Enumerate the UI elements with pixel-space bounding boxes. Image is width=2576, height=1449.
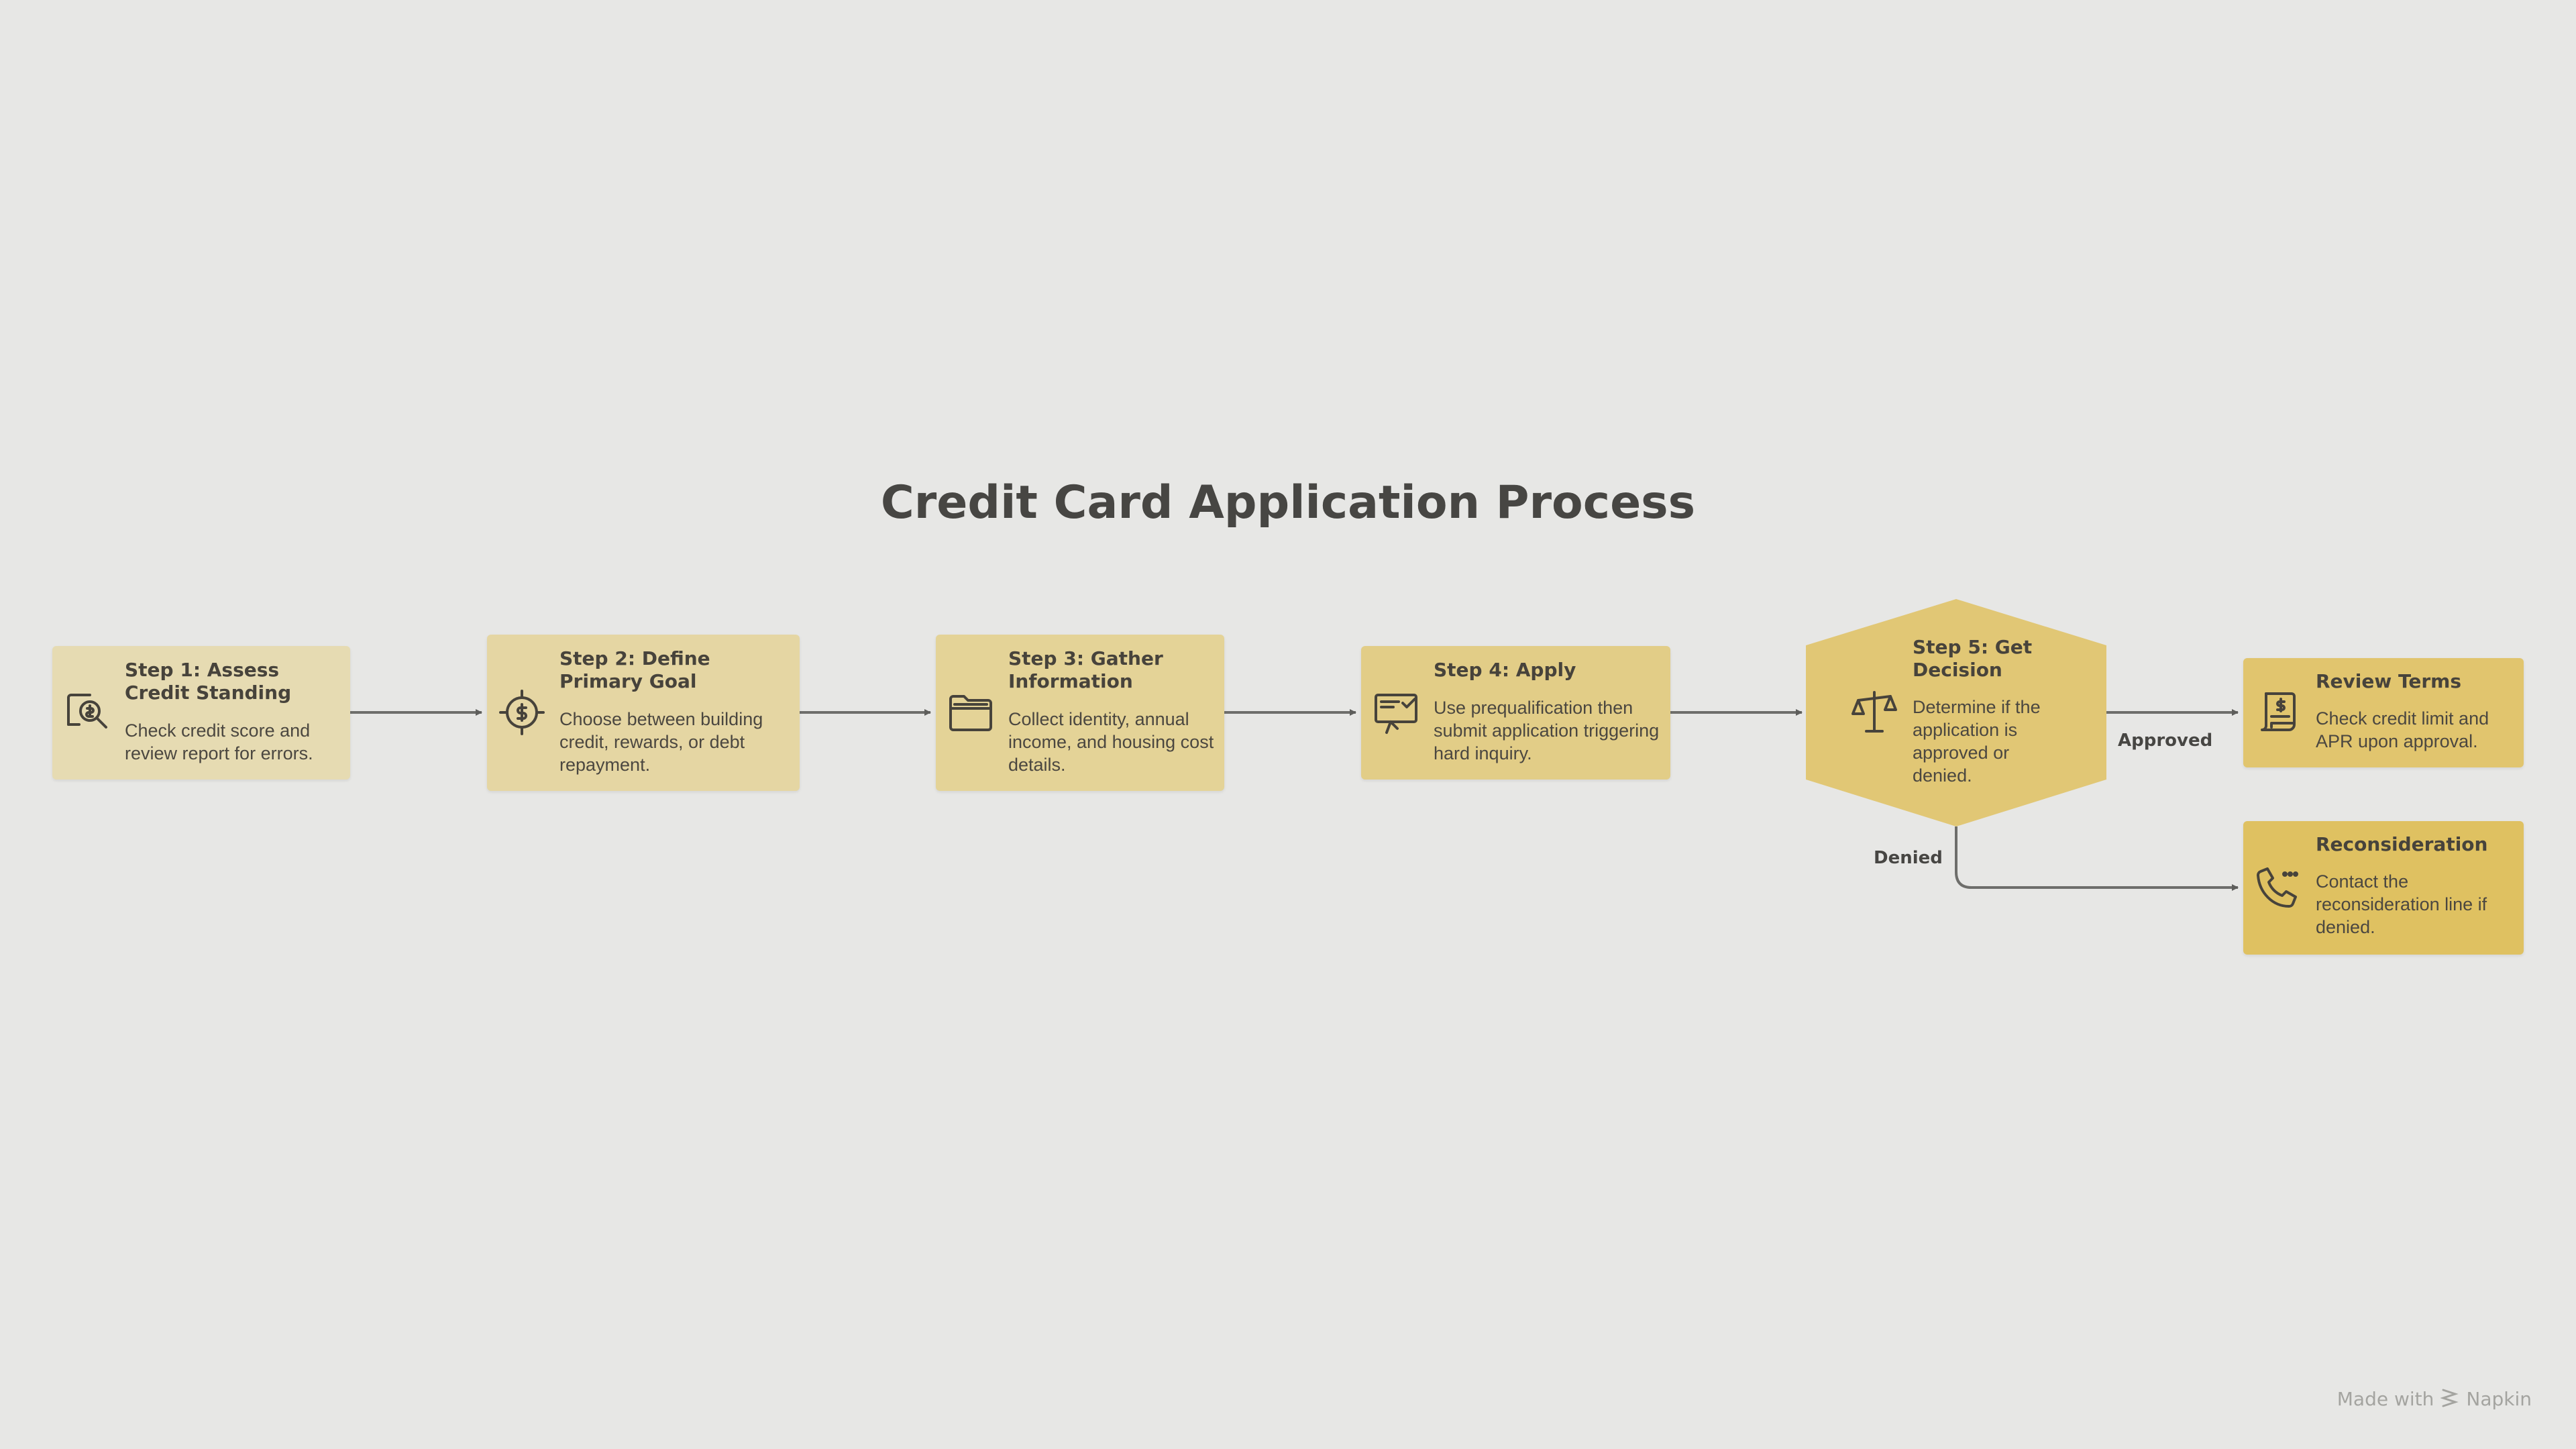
step-5-heading: Step 5: Get Decision bbox=[1913, 636, 2033, 681]
review-terms-description: Check credit limit and APR upon approval… bbox=[2316, 708, 2489, 751]
napkin-brand: Napkin bbox=[2466, 1388, 2532, 1410]
step-4-heading: Step 4: Apply bbox=[1434, 659, 1576, 681]
step-1-box bbox=[52, 646, 350, 780]
folder-icon bbox=[944, 686, 998, 739]
approved-label: Approved bbox=[2118, 731, 2213, 751]
review-terms-box bbox=[2243, 658, 2524, 767]
diagram-title: Credit Card Application Process bbox=[880, 476, 1696, 529]
credit-report-search-icon bbox=[60, 686, 114, 739]
arrow-denied bbox=[1955, 826, 2239, 891]
phone-call-icon bbox=[2251, 861, 2305, 914]
online-application-icon bbox=[1369, 686, 1423, 739]
made-with-label: Made with bbox=[2337, 1388, 2434, 1410]
made-with-napkin-footer: Made with Napkin bbox=[2337, 1386, 2532, 1412]
balance-scale-icon bbox=[1847, 686, 1901, 739]
step-4-box bbox=[1361, 646, 1670, 780]
step-1-description: Check credit score and review report for… bbox=[125, 720, 313, 763]
reconsideration-description: Contact the reconsideration line if deni… bbox=[2316, 871, 2487, 937]
reconsideration-box bbox=[2243, 821, 2524, 955]
step-1-heading: Step 1: Assess Credit Standing bbox=[125, 659, 292, 704]
reconsideration-heading: Reconsideration bbox=[2316, 833, 2488, 855]
step-3-box bbox=[936, 635, 1224, 791]
review-terms-heading: Review Terms bbox=[2316, 670, 2462, 692]
step-3-heading: Step 3: Gather Information bbox=[1008, 647, 1163, 692]
step-3-description: Collect identity, annual income, and hou… bbox=[1008, 709, 1214, 775]
dollar-target-icon bbox=[495, 686, 549, 739]
step-2-heading: Step 2: Define Primary Goal bbox=[559, 647, 710, 692]
step-5-description: Determine if the application is approved… bbox=[1913, 697, 2041, 786]
step-4-description: Use prequalification then submit applica… bbox=[1434, 698, 1660, 763]
step5-hexagon bbox=[1806, 599, 2106, 826]
denied-label: Denied bbox=[1874, 848, 1943, 868]
napkin-logo-icon bbox=[2440, 1386, 2459, 1412]
terms-document-icon bbox=[2251, 686, 2305, 739]
step-2-description: Choose between building credit, rewards,… bbox=[559, 709, 763, 775]
